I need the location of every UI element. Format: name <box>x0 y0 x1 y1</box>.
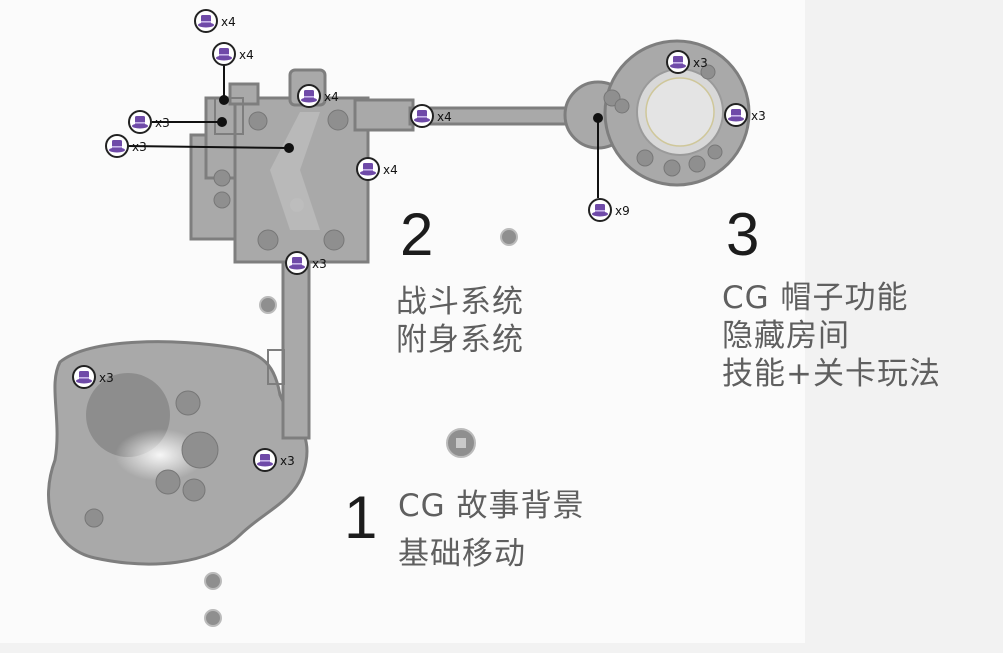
hat-marker: x3 <box>285 251 327 275</box>
hat-marker: x4 <box>356 157 398 181</box>
hat-marker: x3 <box>724 103 766 127</box>
hat-count-label: x3 <box>132 140 147 154</box>
zone-3-description: CG 帽子功能 隐藏房间 技能+关卡玩法 <box>722 279 941 393</box>
hat-count-label: x3 <box>99 371 114 385</box>
top-hat-icon <box>76 371 92 384</box>
zone-3-number: 3 <box>726 201 760 268</box>
hat-count-label: x4 <box>324 90 339 104</box>
hat-marker: x3 <box>105 134 147 158</box>
zone-1-description: CG 故事背景 基础移动 <box>398 487 585 573</box>
zone-2-number: 2 <box>400 201 434 268</box>
hat-count-label: x4 <box>437 110 452 124</box>
zone-1-area <box>47 340 309 566</box>
hat-marker: x3 <box>253 448 295 472</box>
hat-count-label: x4 <box>221 15 236 29</box>
zone-3-line-3: 技能+关卡玩法 <box>722 356 941 392</box>
zone-3-area <box>563 39 751 187</box>
top-hat-icon <box>728 109 744 122</box>
zone-3-line-2: 隐藏房间 <box>722 318 850 354</box>
zone-3-line-1: CG 帽子功能 <box>722 280 909 316</box>
hat-marker: x4 <box>194 9 236 33</box>
top-hat-icon <box>132 116 148 129</box>
zone-2-description: 战斗系统 附身系统 <box>396 283 524 359</box>
top-hat-icon <box>592 204 608 217</box>
zone-1-number: 1 <box>344 484 378 551</box>
hat-marker: x4 <box>297 84 339 108</box>
hat-marker: x3 <box>72 365 114 389</box>
zone-2-line-1: 战斗系统 <box>396 284 524 320</box>
hat-marker: x9 <box>588 198 630 222</box>
hat-count-label: x3 <box>280 454 295 468</box>
hat-count-label: x3 <box>751 109 766 123</box>
hat-marker: x4 <box>410 104 452 128</box>
top-hat-icon <box>360 163 376 176</box>
top-hat-icon <box>301 90 317 103</box>
corridor-south <box>267 254 311 440</box>
hat-marker: x4 <box>212 42 254 66</box>
top-hat-icon <box>414 110 430 123</box>
top-hat-icon <box>216 48 232 61</box>
hat-count-label: x3 <box>693 56 708 70</box>
hat-marker: x3 <box>666 50 708 74</box>
zone-2-area <box>189 68 415 264</box>
top-hat-icon <box>257 454 273 467</box>
leader-lines <box>127 57 603 198</box>
hat-markers: x4 x4 x4 x3 x3 x4 x4 x3 x3 x3 x3 x3 x9 <box>72 9 766 472</box>
map-dots <box>204 228 518 627</box>
hat-count-label: x9 <box>615 204 630 218</box>
hat-count-label: x3 <box>155 116 170 130</box>
zone-2-line-2: 附身系统 <box>396 322 524 358</box>
hat-count-label: x4 <box>239 48 254 62</box>
top-hat-icon <box>198 15 214 28</box>
top-hat-icon <box>109 140 125 153</box>
hat-count-label: x4 <box>383 163 398 177</box>
hat-count-label: x3 <box>312 257 327 271</box>
hat-marker: x3 <box>128 110 170 134</box>
top-hat-icon <box>670 56 686 69</box>
top-hat-icon <box>289 257 305 270</box>
zone-1-line-2: 基础移动 <box>398 536 526 572</box>
corridor-east <box>408 106 577 126</box>
zone-1-line-1: CG 故事背景 <box>398 488 585 524</box>
